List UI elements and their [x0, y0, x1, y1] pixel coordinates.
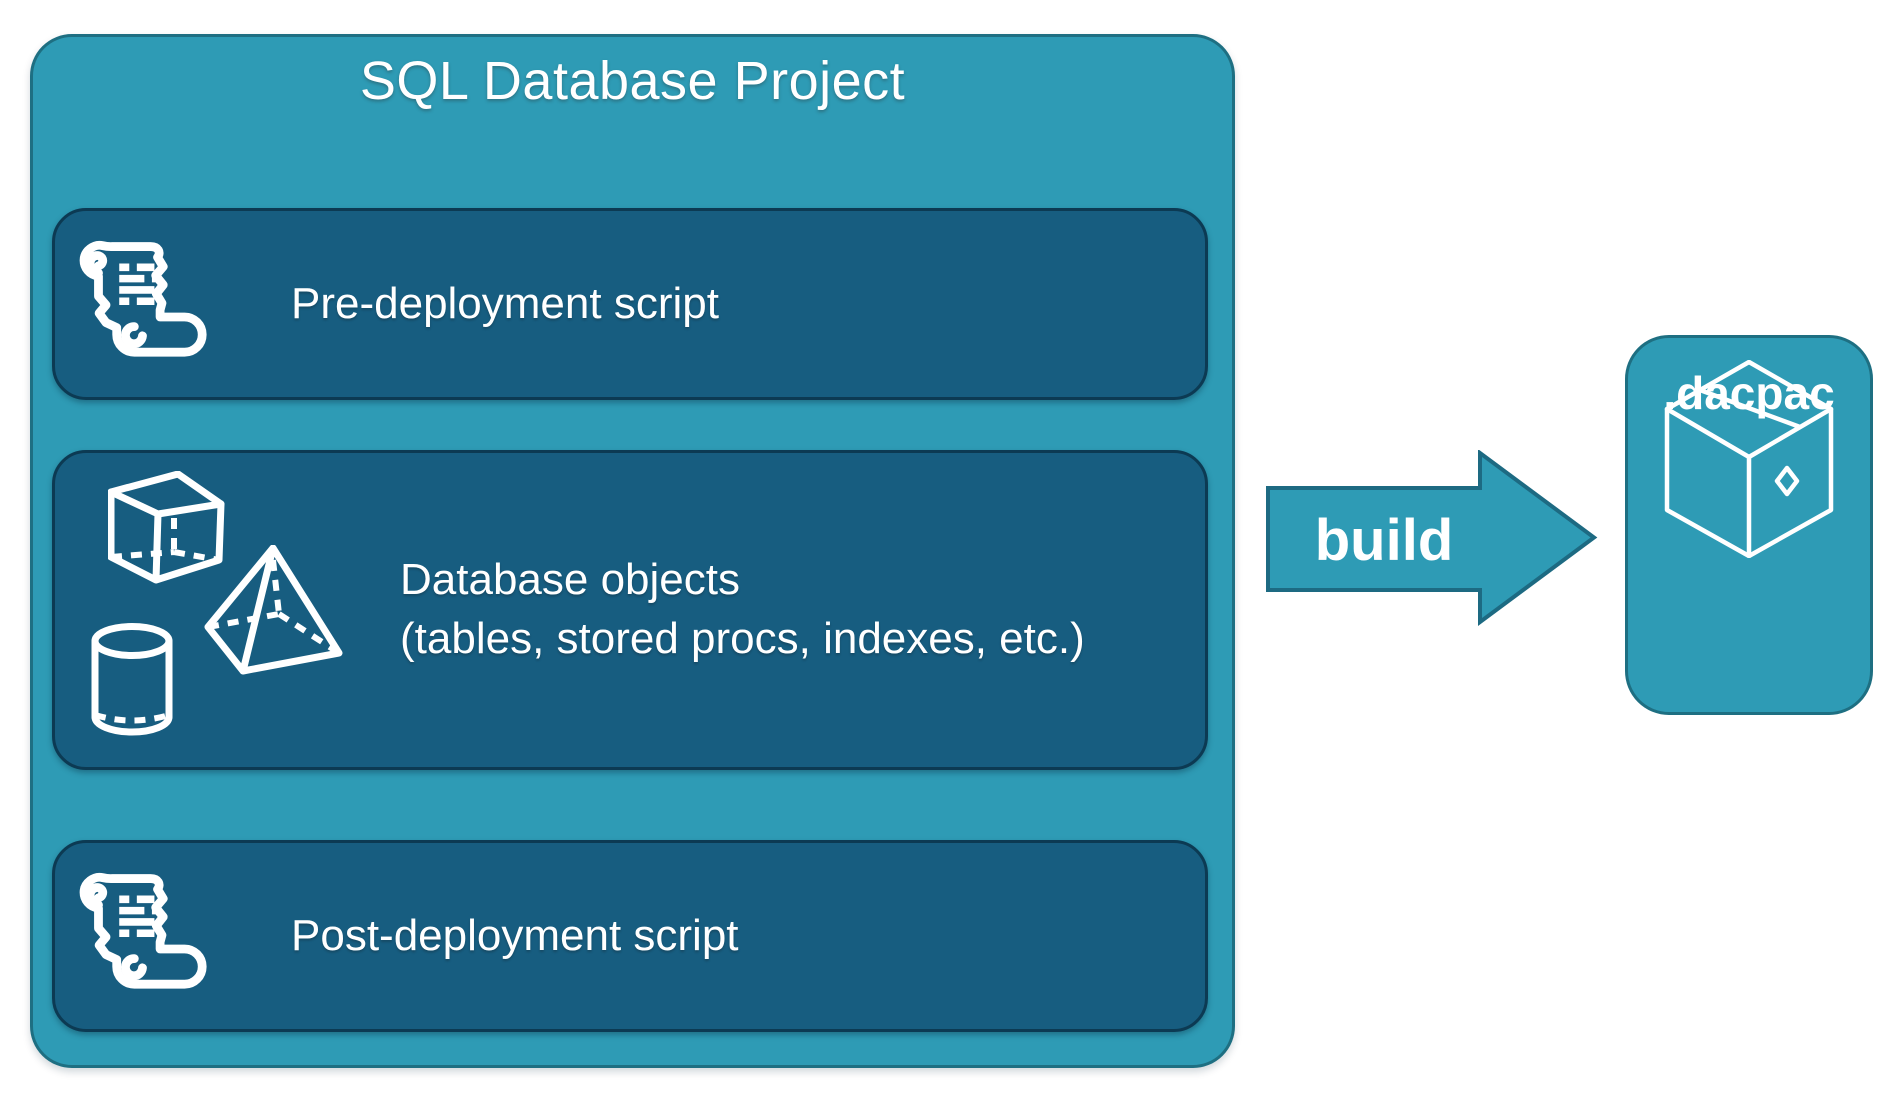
package-icon: [1664, 360, 1834, 558]
dacpac-card: .dacpac: [1625, 335, 1873, 715]
panel-title: SQL Database Project: [359, 51, 906, 111]
build-arrow: [1266, 450, 1598, 626]
database-objects-row: Database objects (tables, stored procs, …: [52, 450, 1208, 770]
row-label: Post-deployment script: [291, 911, 739, 960]
row-label: Database objects (tables, stored procs, …: [400, 453, 1085, 767]
pre-deployment-row: Pre-deployment script: [52, 208, 1208, 400]
arrow-shape: [1266, 450, 1598, 626]
scroll-icon: [79, 872, 207, 989]
build-arrow-label: build: [1314, 507, 1454, 573]
row-label: Pre-deployment script: [291, 279, 719, 328]
scroll-icon: [79, 240, 207, 357]
cube-icon: [108, 471, 225, 584]
pyramid-icon: [204, 545, 343, 675]
post-deployment-row: Post-deployment script: [52, 840, 1208, 1032]
row-label-line2: (tables, stored procs, indexes, etc.): [400, 614, 1085, 663]
row-label-line1: Database objects: [400, 555, 740, 605]
cylinder-icon: [91, 623, 173, 736]
